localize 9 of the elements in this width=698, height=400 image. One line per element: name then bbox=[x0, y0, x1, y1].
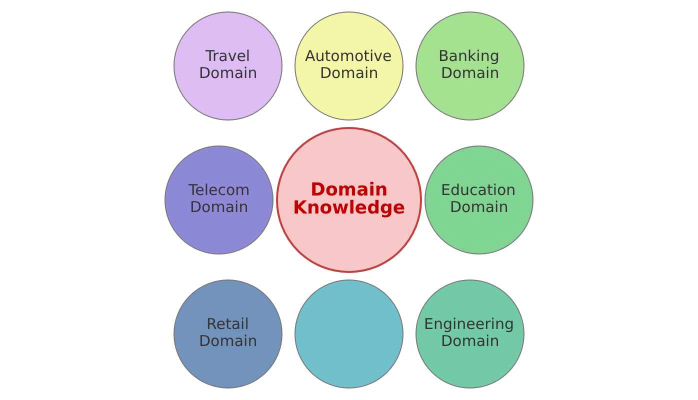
node-circle: Retail Domain bbox=[174, 280, 282, 388]
node-circle: Travel Domain bbox=[174, 12, 282, 120]
node-circle: Domain Knowledge bbox=[276, 127, 422, 273]
node-circle: Banking Domain bbox=[416, 12, 524, 120]
node-circle: Engineering Domain bbox=[416, 280, 524, 388]
node-circle: Telecom Domain bbox=[164, 146, 274, 254]
node-circle: Automotive Domain bbox=[294, 12, 404, 120]
node-circle bbox=[294, 280, 404, 388]
node-circle: Education Domain bbox=[424, 146, 534, 254]
